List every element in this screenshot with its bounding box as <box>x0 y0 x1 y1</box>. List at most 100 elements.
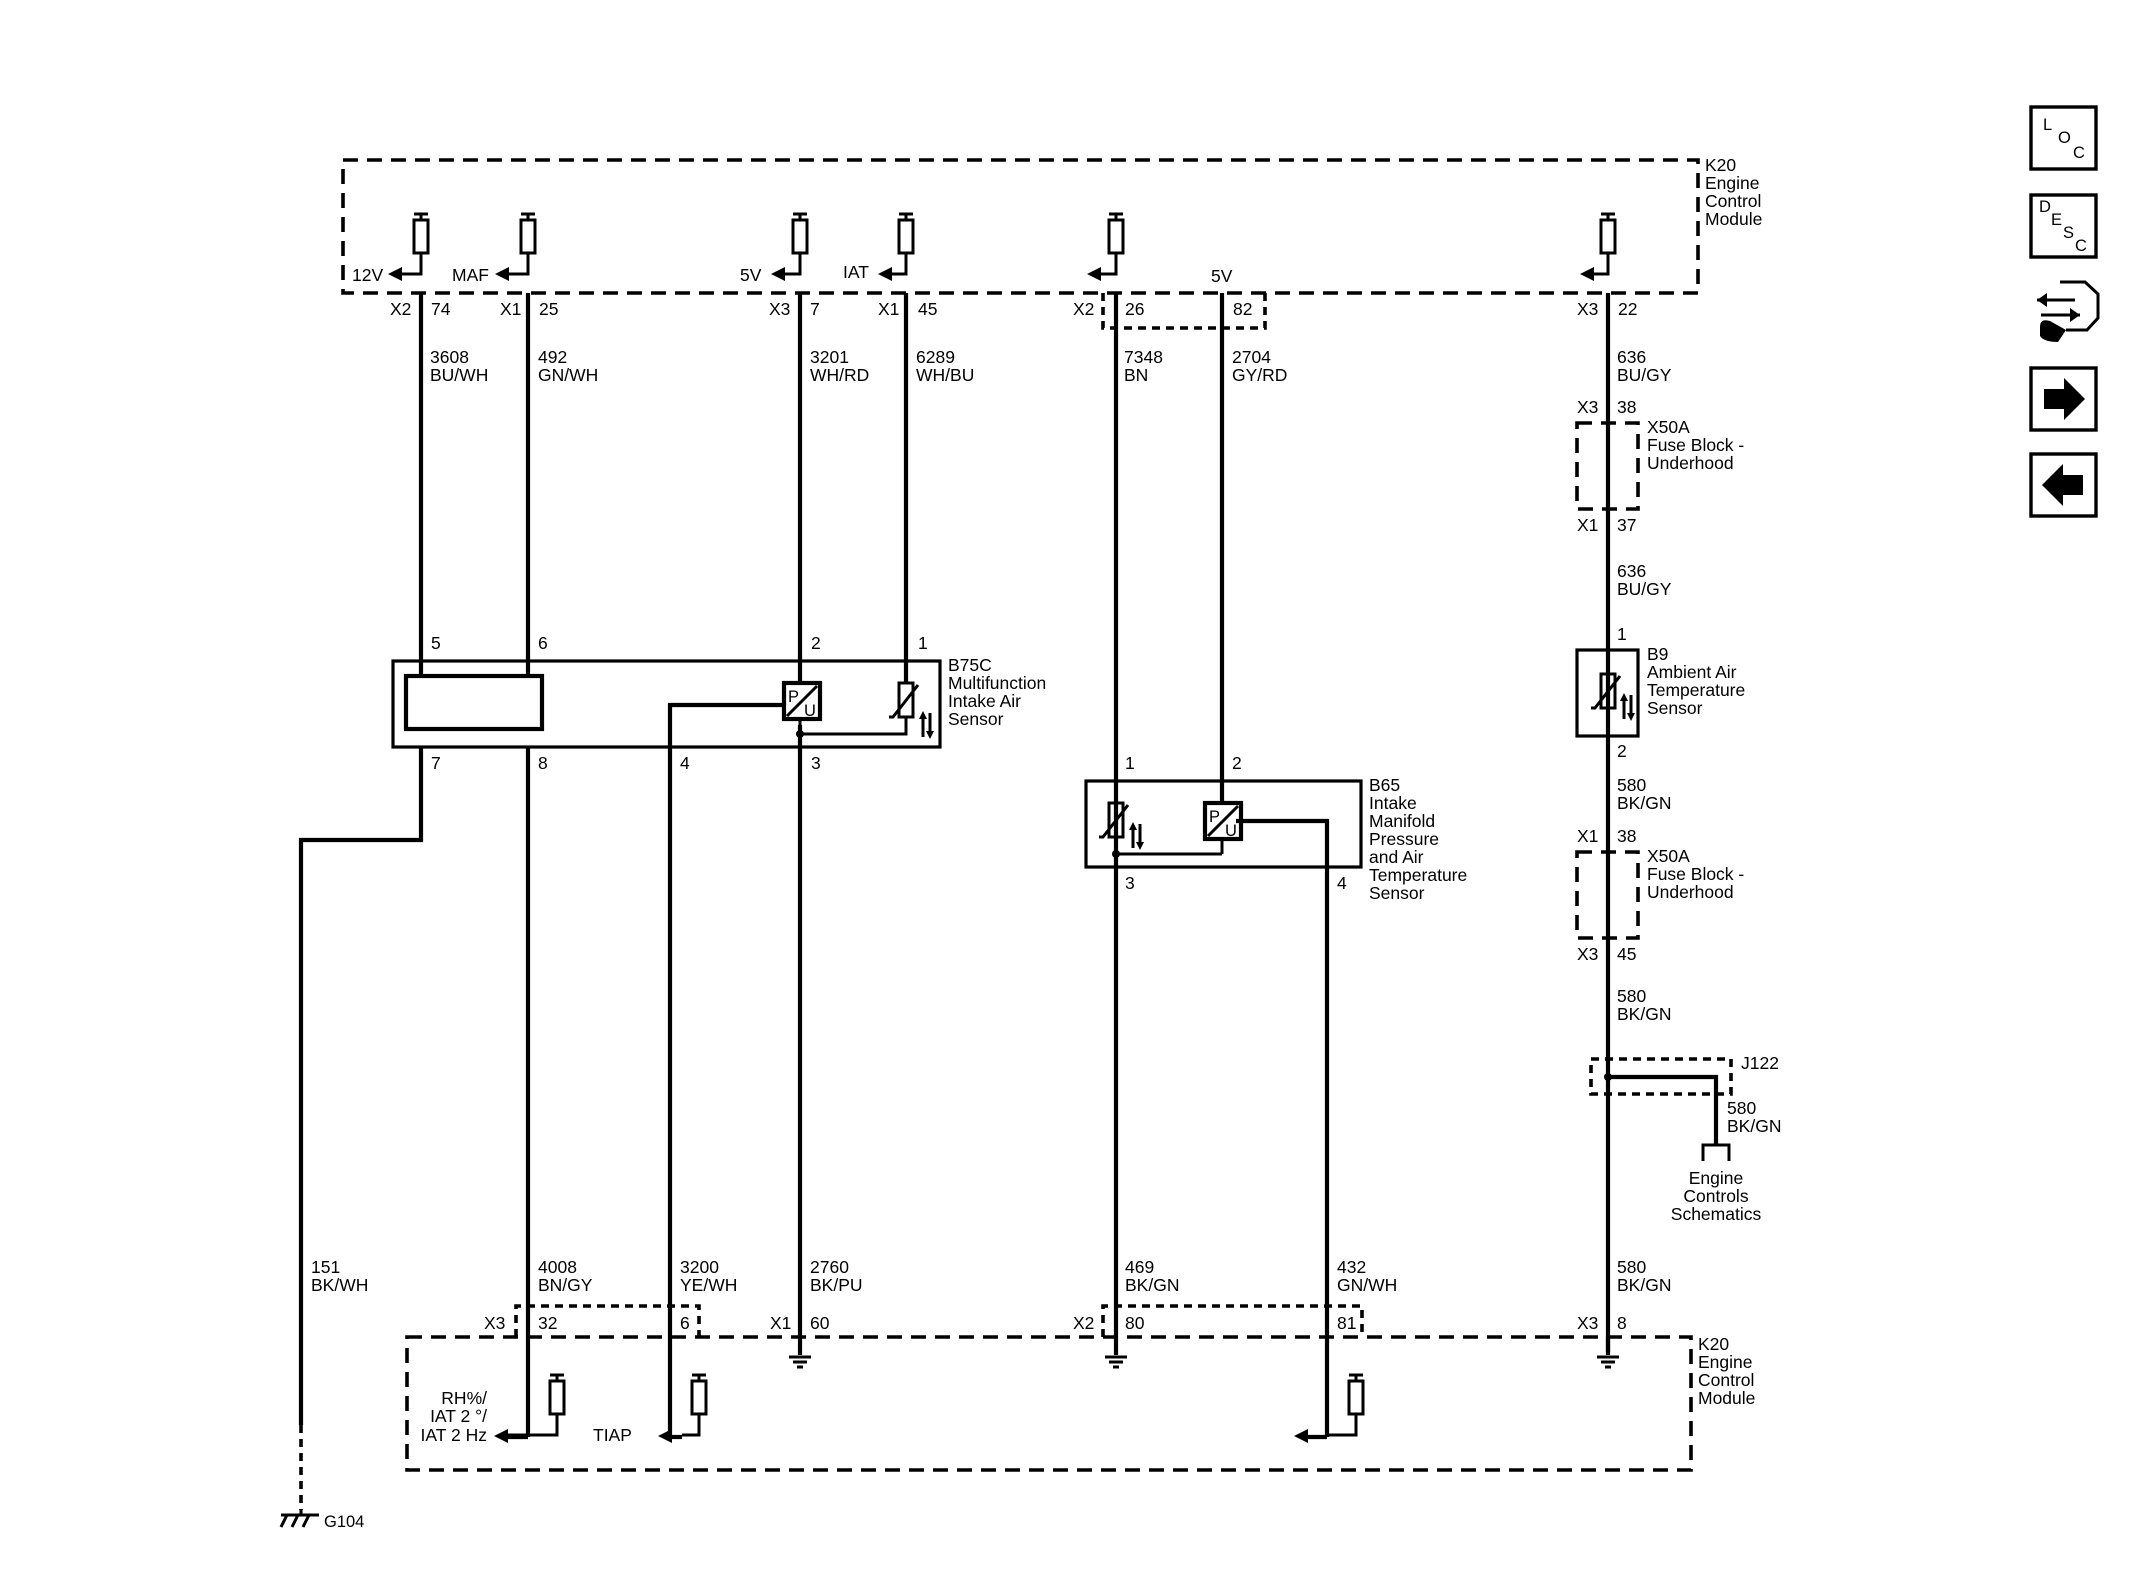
svg-text:Intake: Intake <box>1369 793 1417 813</box>
connector-icon[interactable] <box>2037 280 2100 342</box>
svg-text:Engine: Engine <box>1698 1352 1753 1372</box>
svg-text:432: 432 <box>1337 1257 1366 1277</box>
svg-text:492: 492 <box>538 347 567 367</box>
svg-text:X50A: X50A <box>1647 846 1690 866</box>
svg-text:GN/WH: GN/WH <box>538 365 598 385</box>
signal-rh-iat: RH%/ IAT 2 °/ IAT 2 Hz <box>421 1388 488 1445</box>
svg-text:B65: B65 <box>1369 775 1400 795</box>
svg-text:BK/WH: BK/WH <box>311 1275 368 1295</box>
connector-26-82 <box>1101 293 1267 330</box>
b75c-sensor-box <box>391 659 942 749</box>
signal-22 <box>1580 258 1610 281</box>
svg-text:2: 2 <box>811 633 821 653</box>
resistor-icon <box>412 212 430 260</box>
b75c-pins: 5 6 2 1 7 8 4 3 <box>431 633 928 773</box>
svg-text:WH/BU: WH/BU <box>916 365 974 385</box>
svg-text:3: 3 <box>1125 873 1135 893</box>
b65-sensor-box <box>1084 779 1363 869</box>
svg-text:U: U <box>1225 822 1237 840</box>
svg-text:Sensor: Sensor <box>1369 883 1425 903</box>
svg-text:Ambient Air: Ambient Air <box>1647 662 1737 682</box>
svg-text:Schematics: Schematics <box>1671 1204 1762 1224</box>
svg-text:1: 1 <box>1125 753 1135 773</box>
svg-text:Fuse Block -: Fuse Block - <box>1647 435 1744 455</box>
svg-text:WH/RD: WH/RD <box>810 365 869 385</box>
k20-top-boundary <box>341 158 1700 295</box>
svg-text:5V: 5V <box>740 265 762 285</box>
signal-26 <box>1087 258 1118 281</box>
svg-text:Sensor: Sensor <box>1647 698 1703 718</box>
svg-text:X1: X1 <box>1577 826 1598 846</box>
svg-text:X50A: X50A <box>1647 417 1690 437</box>
loc-button[interactable]: L O C <box>2029 105 2098 171</box>
svg-text:7348: 7348 <box>1124 347 1163 367</box>
wires <box>298 293 1719 1437</box>
svg-text:IAT 2 Hz: IAT 2 Hz <box>421 1425 487 1445</box>
svg-text:BN/GY: BN/GY <box>538 1275 593 1295</box>
svg-text:X2: X2 <box>1073 299 1094 319</box>
x50a-label-1: X50A Fuse Block - Underhood <box>1647 417 1744 473</box>
svg-text:7: 7 <box>431 753 441 773</box>
engine-controls-reference: Engine Controls Schematics <box>1671 1143 1762 1224</box>
svg-text:GY/RD: GY/RD <box>1232 365 1287 385</box>
connector-80-81 <box>1101 1304 1364 1337</box>
x50a-fuse-block-2 <box>1575 850 1640 940</box>
svg-text:C: C <box>2075 237 2087 255</box>
ground-icon <box>1595 1355 1621 1369</box>
svg-text:IAT 2 °/: IAT 2 °/ <box>430 1406 487 1426</box>
svg-text:YE/WH: YE/WH <box>680 1275 737 1295</box>
svg-text:BK/GN: BK/GN <box>1617 1275 1671 1295</box>
svg-text:X1: X1 <box>878 299 899 319</box>
resistor-icon <box>548 1373 566 1421</box>
svg-text:BK/PU: BK/PU <box>810 1275 863 1295</box>
svg-text:Underhood: Underhood <box>1647 882 1734 902</box>
svg-text:Manifold: Manifold <box>1369 811 1435 831</box>
svg-text:GN/WH: GN/WH <box>1337 1275 1397 1295</box>
svg-text:Underhood: Underhood <box>1647 453 1734 473</box>
svg-text:636: 636 <box>1617 347 1646 367</box>
svg-text:U: U <box>804 702 816 720</box>
svg-text:MAF: MAF <box>452 265 489 285</box>
svg-text:5: 5 <box>431 633 441 653</box>
svg-text:580: 580 <box>1727 1098 1756 1118</box>
junction-dot <box>1604 1073 1612 1081</box>
arrow-right-icon[interactable] <box>2029 366 2098 432</box>
svg-text:Control: Control <box>1698 1370 1754 1390</box>
thermistor-icon <box>1099 801 1144 850</box>
svg-text:580: 580 <box>1617 986 1646 1006</box>
svg-text:636: 636 <box>1617 561 1646 581</box>
signal-5v-a: 5V <box>740 258 802 285</box>
svg-text:X3: X3 <box>1577 397 1598 417</box>
resistor-icon <box>897 212 915 260</box>
svg-text:22: 22 <box>1618 299 1637 319</box>
b9-sensor-box <box>1575 648 1640 738</box>
svg-text:Module: Module <box>1705 209 1762 229</box>
signal-5v-b: 5V <box>1211 266 1233 286</box>
svg-text:1: 1 <box>1617 624 1627 644</box>
svg-text:and Air: and Air <box>1369 847 1424 867</box>
svg-text:BU/WH: BU/WH <box>430 365 488 385</box>
ground-icon <box>1103 1355 1129 1369</box>
svg-text:Temperature: Temperature <box>1369 865 1467 885</box>
svg-text:37: 37 <box>1617 515 1636 535</box>
svg-text:X1: X1 <box>1577 515 1598 535</box>
connector-32-6 <box>514 1304 701 1337</box>
svg-text:K20: K20 <box>1698 1334 1729 1354</box>
svg-text:Module: Module <box>1698 1388 1755 1408</box>
arrow-left-icon[interactable] <box>2029 452 2098 518</box>
svg-text:Engine: Engine <box>1705 173 1760 193</box>
svg-text:60: 60 <box>810 1313 830 1333</box>
svg-text:32: 32 <box>538 1313 557 1333</box>
svg-text:2: 2 <box>1232 753 1242 773</box>
svg-text:S: S <box>2063 224 2074 242</box>
desc-button[interactable]: D E S C <box>2029 193 2098 259</box>
signal-maf: MAF <box>452 258 530 285</box>
signal-arrow <box>658 1429 672 1443</box>
svg-text:K20: K20 <box>1705 155 1736 175</box>
svg-text:BK/GN: BK/GN <box>1617 793 1671 813</box>
svg-text:3200: 3200 <box>680 1257 719 1277</box>
